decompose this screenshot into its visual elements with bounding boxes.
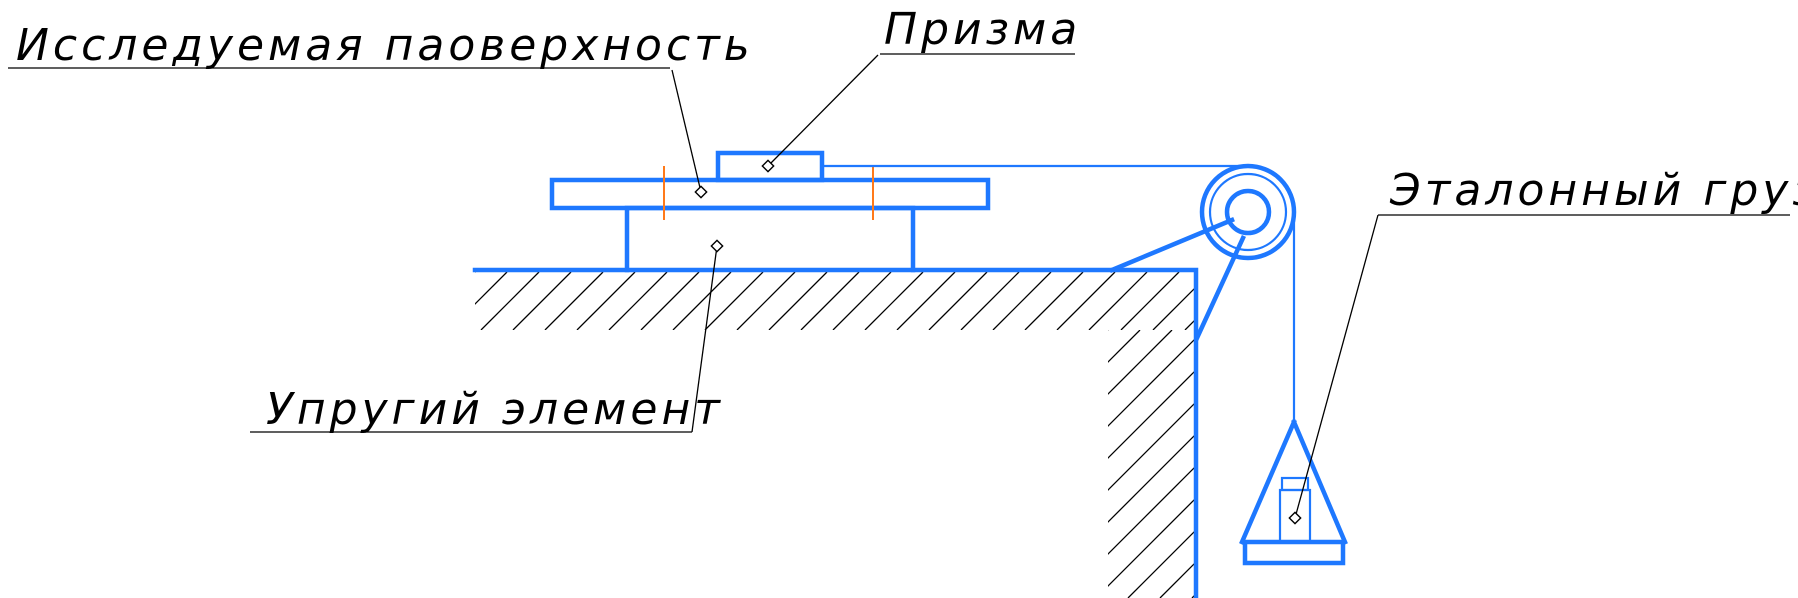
hatch-line xyxy=(1108,433,1196,523)
callout-weight: Эталонный груз xyxy=(1288,165,1798,525)
hatch-line xyxy=(1352,330,1620,598)
hatch-line xyxy=(1088,272,1148,330)
pulley-bracket xyxy=(1109,217,1246,341)
hatch-line xyxy=(1152,286,1196,330)
hatch-line xyxy=(1127,529,1196,598)
hatch-line xyxy=(1108,330,1173,395)
hatch-line xyxy=(768,272,828,330)
hatch-line xyxy=(1224,330,1492,598)
hatch-line xyxy=(480,272,540,330)
hatch-line xyxy=(1108,401,1196,491)
hatch-line xyxy=(1108,330,1109,331)
hatch-line xyxy=(1108,465,1196,555)
hatch-line xyxy=(864,272,924,330)
hatch-line xyxy=(1108,369,1196,459)
hatch-line xyxy=(960,272,1020,330)
hatch-line xyxy=(992,272,1052,330)
pulley-inner xyxy=(1208,172,1288,252)
weight-hanger xyxy=(1239,419,1348,545)
weight-tray xyxy=(1242,539,1346,566)
callout-surface: Исследуемая паоверхность xyxy=(8,20,754,199)
hatch-line xyxy=(1416,330,1684,598)
hatch-line xyxy=(1191,593,1196,598)
hatch-line xyxy=(704,272,764,330)
hatch-line xyxy=(1448,330,1716,598)
hatch-line xyxy=(1120,272,1180,330)
callout-prism: Призма xyxy=(761,4,1081,173)
hatch-line xyxy=(576,272,636,330)
pulley-outer xyxy=(1199,163,1297,261)
hatch-line xyxy=(1384,330,1652,598)
hatch-wall xyxy=(1108,330,1716,598)
hatch-line xyxy=(475,272,508,305)
hatch-line xyxy=(1256,330,1524,598)
hatch-line xyxy=(1288,330,1556,598)
label-elastic: Упругий элемент xyxy=(266,384,724,435)
hatch-line xyxy=(640,272,700,330)
hatch-line xyxy=(512,272,572,330)
ground-edge xyxy=(472,267,1199,598)
hatch-line xyxy=(1108,330,1141,363)
hatch-line xyxy=(1108,337,1196,427)
hatch-line xyxy=(1108,497,1196,587)
elastic-element xyxy=(624,205,916,273)
weight-cap xyxy=(1280,476,1310,492)
test-plate xyxy=(549,177,991,211)
hatch-line xyxy=(800,272,860,330)
hatch-line xyxy=(736,272,796,330)
label-weight: Эталонный груз xyxy=(1389,165,1798,216)
hatch-line xyxy=(1320,330,1588,598)
hatch-ground xyxy=(475,272,1307,330)
pulley-hub xyxy=(1224,188,1272,236)
hatch-line xyxy=(896,272,956,330)
callout-elastic: Упругий элемент xyxy=(250,239,724,435)
hatch-line xyxy=(1249,272,1307,330)
hatch-line xyxy=(475,272,476,273)
hatch-line xyxy=(544,272,604,330)
label-prism: Призма xyxy=(884,4,1081,55)
hatch-line xyxy=(1056,272,1116,330)
hatch-line xyxy=(928,272,988,330)
hatch-line xyxy=(1024,272,1084,330)
hatch-line xyxy=(832,272,892,330)
hatch-line xyxy=(608,272,668,330)
hatch-line xyxy=(672,272,732,330)
label-surface: Исследуемая паоверхность xyxy=(16,20,754,71)
